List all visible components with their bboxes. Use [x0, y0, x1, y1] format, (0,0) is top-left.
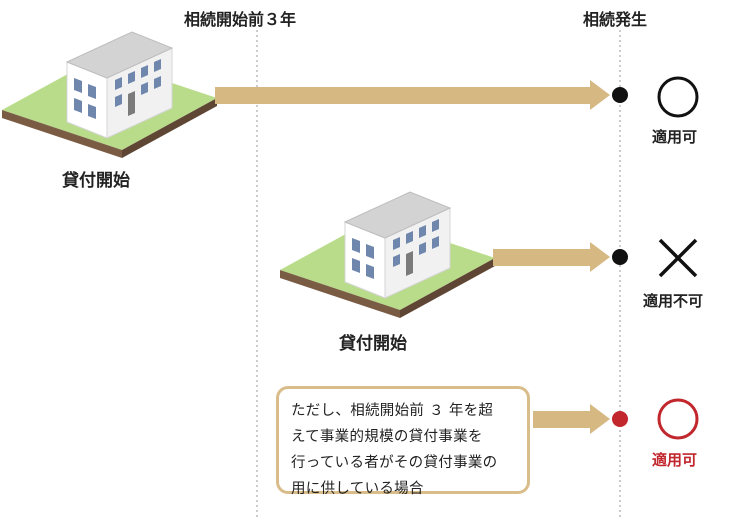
note-line-2: えて事業的規模の貸付事業を — [291, 429, 483, 445]
header-three-years-before: 相続開始前３年 — [184, 10, 297, 29]
arrow-row1 — [215, 80, 610, 110]
note-line-3: 行っている者がその貸付事業の — [291, 455, 498, 471]
note-line-1: ただし、相続開始前 ３ 年を超 — [291, 403, 494, 419]
cross-icon-row2 — [658, 238, 698, 278]
event-dot-row1 — [612, 87, 628, 103]
result-label-row1: 適用可 — [652, 128, 698, 146]
start-label-row2: 貸付開始 — [339, 334, 407, 354]
result-label-row2: 適用不可 — [643, 292, 704, 310]
header-inheritance-start: 相続発生 — [583, 10, 648, 29]
circle-icon-row1 — [657, 76, 699, 118]
event-dot-row3 — [612, 411, 628, 427]
start-label-row1: 貸付開始 — [62, 171, 130, 191]
building-icon-row2 — [279, 191, 496, 319]
building-icon-row1 — [1, 31, 218, 159]
result-label-row3: 適用可 — [652, 451, 698, 469]
exception-note-box: ただし、相続開始前 ３ 年を超 えて事業的規模の貸付事業を 行っている者がその貸… — [276, 386, 530, 497]
arrow-row2 — [493, 242, 610, 272]
event-dot-row2 — [612, 249, 628, 265]
arrow-row3 — [533, 404, 610, 434]
note-line-4: 用に供している場合 — [291, 481, 424, 497]
circle-icon-row3 — [657, 398, 699, 440]
